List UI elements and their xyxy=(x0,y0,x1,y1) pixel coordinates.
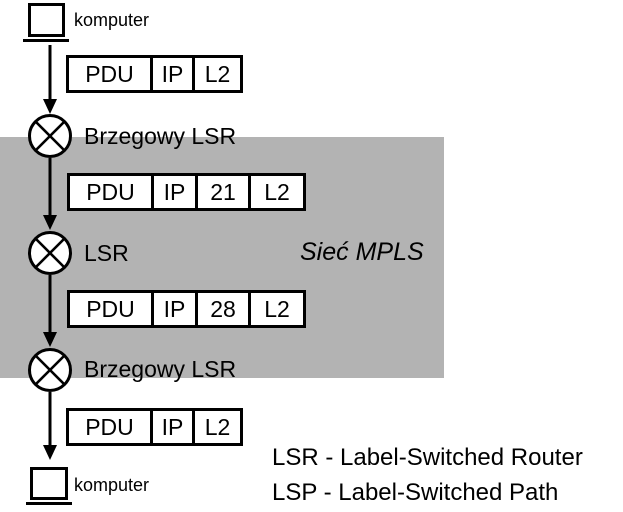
packet-cell: PDU xyxy=(85,61,134,87)
legend-line-lsp: LSP - Label-Switched Path xyxy=(272,479,559,506)
packet-cell: IP xyxy=(150,58,192,90)
node-label-edge-lsr-1: Brzegowy LSR xyxy=(84,123,237,149)
lsr-node-icon-1 xyxy=(28,114,72,158)
arrow-down-icon-3 xyxy=(43,275,57,347)
computer-icon-bottom xyxy=(26,467,72,505)
packet-box-2: PDU IP 21 L2 xyxy=(67,173,306,211)
packet-box-1: PDU IP L2 xyxy=(66,55,243,93)
packet-cell: L2 xyxy=(248,293,303,325)
legend-line-lsr: LSR - Label-Switched Router xyxy=(272,444,583,471)
packet-box-4: PDU IP L2 xyxy=(66,408,243,446)
legend: LSR - Label-Switched Router LSP - Label-… xyxy=(272,440,583,510)
packet-cell: PDU xyxy=(85,414,134,440)
packet-cell: PDU xyxy=(86,179,135,205)
packet-cell: IP xyxy=(151,176,195,208)
lsr-node-icon-2 xyxy=(28,231,72,275)
packet-cell: PDU xyxy=(86,296,135,322)
packet-cell: L2 xyxy=(192,411,240,443)
computer-icon-top xyxy=(23,3,69,42)
packet-cell: 21 xyxy=(195,176,248,208)
packet-cell: 28 xyxy=(195,293,248,325)
lsr-node-icon-3 xyxy=(28,348,72,392)
arrow-down-icon-4 xyxy=(43,392,57,460)
packet-cell: L2 xyxy=(248,176,303,208)
arrow-down-icon-1 xyxy=(43,45,57,114)
arrow-down-icon-2 xyxy=(43,158,57,230)
node-label-edge-lsr-2: Brzegowy LSR xyxy=(84,356,237,382)
packet-cell: IP xyxy=(151,293,195,325)
packet-box-3: PDU IP 28 L2 xyxy=(67,290,306,328)
node-label-lsr: LSR xyxy=(84,240,129,266)
packet-cell: IP xyxy=(150,411,192,443)
mpls-region-label: Sieć MPLS xyxy=(300,238,424,266)
computer-label-bottom: komputer xyxy=(74,475,150,495)
packet-cell: L2 xyxy=(192,58,240,90)
computer-label-top: komputer xyxy=(74,10,150,30)
